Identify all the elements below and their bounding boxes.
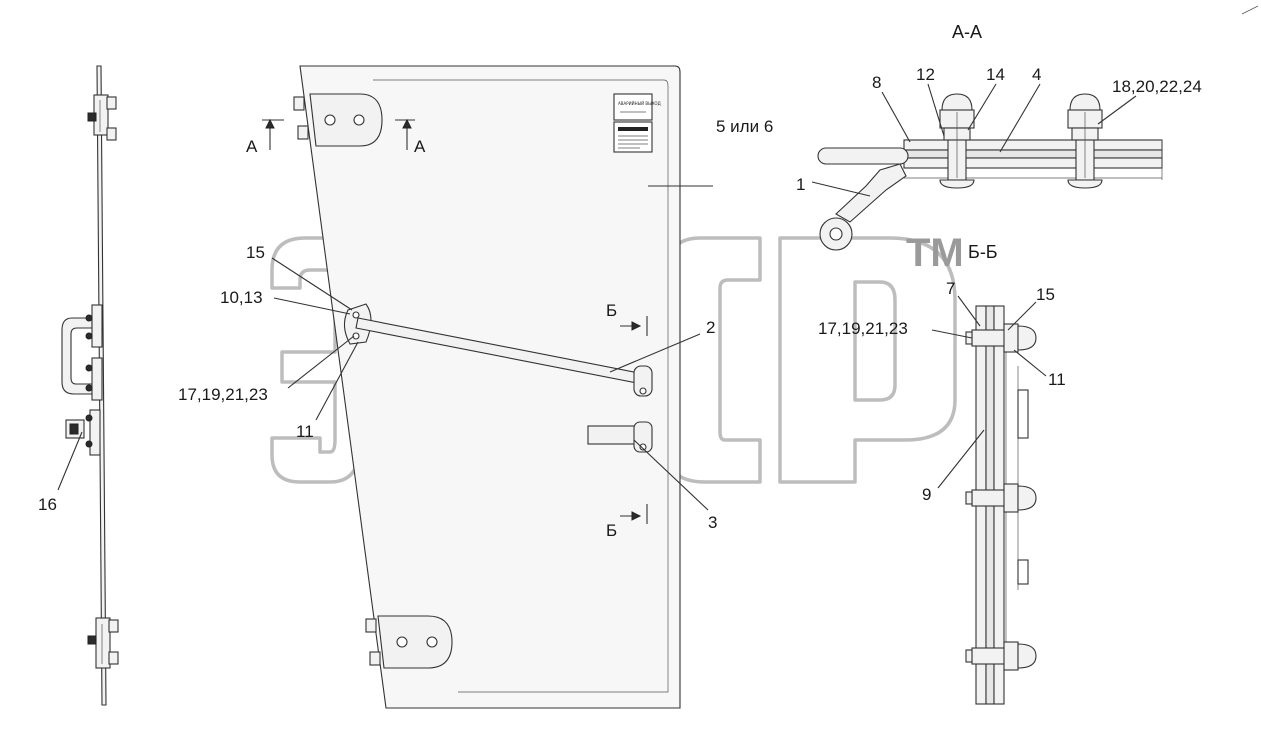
cut-a-right: А bbox=[414, 137, 426, 156]
side-latch bbox=[65, 409, 101, 456]
callout-11: 11 bbox=[296, 422, 314, 441]
callout-10-13: 10,13 bbox=[220, 288, 263, 307]
door-rod bbox=[343, 303, 653, 397]
door-inner-border bbox=[373, 79, 669, 693]
bb-callout-7: 7 bbox=[946, 279, 955, 298]
callout-12: 12 bbox=[916, 65, 935, 84]
callout-16: 16 bbox=[38, 495, 57, 514]
door-front-view: АВАРИЙНЫЙ ВЫХОД bbox=[178, 65, 773, 709]
callout-17-19-21-23: 17,19,21,23 bbox=[178, 385, 268, 404]
cut-marks-a: А А bbox=[246, 118, 426, 156]
side-bottom-hinge bbox=[87, 617, 119, 669]
watermark-tm: ТМ bbox=[906, 231, 964, 275]
door-bottom-hinge bbox=[365, 615, 453, 669]
section-a-a-title: А-А bbox=[952, 22, 982, 42]
door-top-hinge bbox=[293, 93, 383, 147]
section-a-a: А-А bbox=[796, 22, 1202, 251]
callout-1: 1 bbox=[796, 175, 805, 194]
bb-leaders bbox=[931, 295, 1047, 489]
callout-8: 8 bbox=[872, 73, 881, 92]
callout-3: 3 bbox=[708, 513, 717, 532]
side-handle bbox=[61, 304, 103, 401]
aa-inner-plate bbox=[903, 157, 1163, 169]
callout-4: 4 bbox=[1032, 65, 1041, 84]
callout-14: 14 bbox=[986, 65, 1005, 84]
cut-b-top: Б bbox=[606, 301, 617, 320]
bb-bolt-middle bbox=[965, 483, 1037, 513]
emergency-exit-plate: АВАРИЙНЫЙ ВЫХОД bbox=[613, 93, 661, 121]
side-view: 16 bbox=[38, 65, 119, 706]
cut-b-bottom: Б bbox=[606, 521, 617, 540]
door-panel bbox=[299, 65, 681, 709]
callout-2: 2 bbox=[706, 318, 715, 337]
bb-callout-17-19-21-23: 17,19,21,23 bbox=[818, 319, 908, 338]
aa-outer-plate bbox=[903, 139, 1163, 151]
instruction-plate bbox=[613, 121, 653, 153]
bb-callout-15: 15 bbox=[1036, 285, 1055, 304]
bb-callout-11: 11 bbox=[1048, 370, 1066, 389]
bb-callout-9: 9 bbox=[922, 485, 931, 504]
side-top-hinge bbox=[87, 94, 117, 141]
front-leaders bbox=[271, 185, 713, 511]
aa-door-layer bbox=[903, 149, 1163, 159]
cut-marks-b: Б Б bbox=[606, 301, 648, 540]
aa-bolt-right bbox=[1067, 93, 1103, 189]
bb-bolt-bottom bbox=[965, 641, 1037, 671]
callout-5-or-6: 5 или 6 bbox=[716, 117, 773, 136]
aa-bolt-left bbox=[939, 93, 975, 189]
corner-mark bbox=[1241, 5, 1259, 15]
bb-bolt-top bbox=[965, 323, 1037, 353]
aa-leaders bbox=[811, 83, 1137, 197]
cut-a-left: А bbox=[246, 137, 258, 156]
watermark-letter-4 bbox=[778, 236, 957, 484]
callout-15: 15 bbox=[246, 243, 265, 262]
callout-18-20-22-24: 18,20,22,24 bbox=[1112, 77, 1202, 96]
section-b-b: Б-Б bbox=[818, 242, 1066, 705]
leader-16 bbox=[57, 431, 83, 491]
plate-text: АВАРИЙНЫЙ ВЫХОД bbox=[618, 101, 661, 106]
section-b-b-title: Б-Б bbox=[968, 242, 998, 262]
aa-arm bbox=[817, 147, 909, 165]
aa-link bbox=[835, 163, 907, 223]
